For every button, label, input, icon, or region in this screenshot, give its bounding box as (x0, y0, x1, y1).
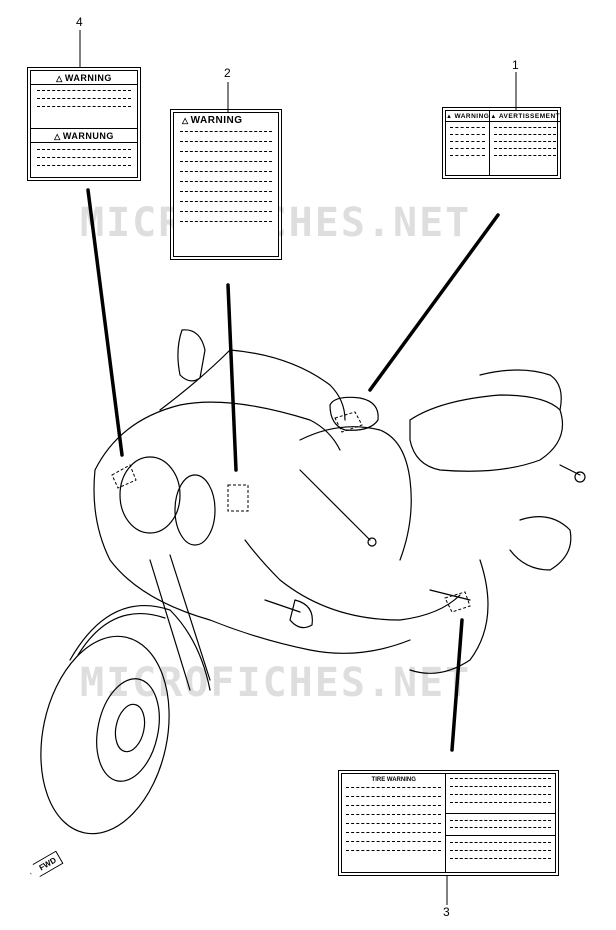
label-1-warning-avertissement: ▲WARNING ▲AVERTISSEMENT (442, 107, 561, 179)
label-4-head-bottom: △WARNUNG (31, 128, 137, 143)
seat (409, 394, 564, 472)
exhaust (509, 516, 572, 571)
warning-triangle-icon: △ (54, 132, 61, 141)
label3-position (444, 591, 471, 613)
label4-position (111, 464, 137, 489)
handlebar-line (299, 469, 371, 541)
label-3-head: TIRE WARNING (371, 777, 416, 783)
label-4-warning-warnung: △WARNING △WARNUNG (27, 67, 141, 181)
fairing-top (94, 401, 341, 471)
leader-2 (226, 283, 238, 472)
mirror-left (177, 329, 206, 382)
label-3-tire-warning: TIRE WARNING (338, 770, 559, 876)
warning-triangle-icon: △ (56, 74, 63, 83)
leader-1 (368, 213, 500, 392)
callout-3: 3 (443, 905, 450, 919)
label-2-warning: △WARNING (170, 109, 282, 260)
front-fork (149, 559, 191, 691)
front-tire (40, 635, 170, 835)
warning-triangle-icon: ▲ (446, 114, 453, 120)
label-4-head-top: △WARNING (31, 71, 137, 85)
rear-wheel-arc (409, 559, 489, 674)
callout-1: 1 (512, 58, 519, 72)
label-2-head: △WARNING (182, 115, 243, 126)
front-hub (114, 703, 146, 753)
front-fender (69, 605, 211, 691)
fairing-bottom (93, 469, 411, 654)
leader-4 (86, 188, 124, 457)
headlight-right (174, 474, 216, 546)
callout-4: 4 (76, 15, 83, 29)
headlight-left (119, 456, 181, 534)
label-3-table (446, 774, 555, 872)
front-rim (96, 678, 160, 782)
warning-triangle-icon: △ (182, 116, 189, 125)
label-1-head-right: ▲AVERTISSEMENT (490, 113, 561, 122)
mirror-right (329, 396, 379, 431)
callout-2: 2 (224, 66, 231, 80)
leader-3 (450, 618, 464, 752)
label-1-head-left: ▲WARNING (446, 113, 490, 122)
label1-position (334, 411, 363, 433)
warning-triangle-icon: ▲ (490, 114, 497, 120)
turn-signal-stalk (264, 599, 301, 613)
fuel-tank (299, 426, 412, 561)
label2-position (227, 484, 249, 512)
windscreen (229, 349, 346, 421)
watermark-bottom: MICROFICHES.NET (80, 660, 472, 706)
